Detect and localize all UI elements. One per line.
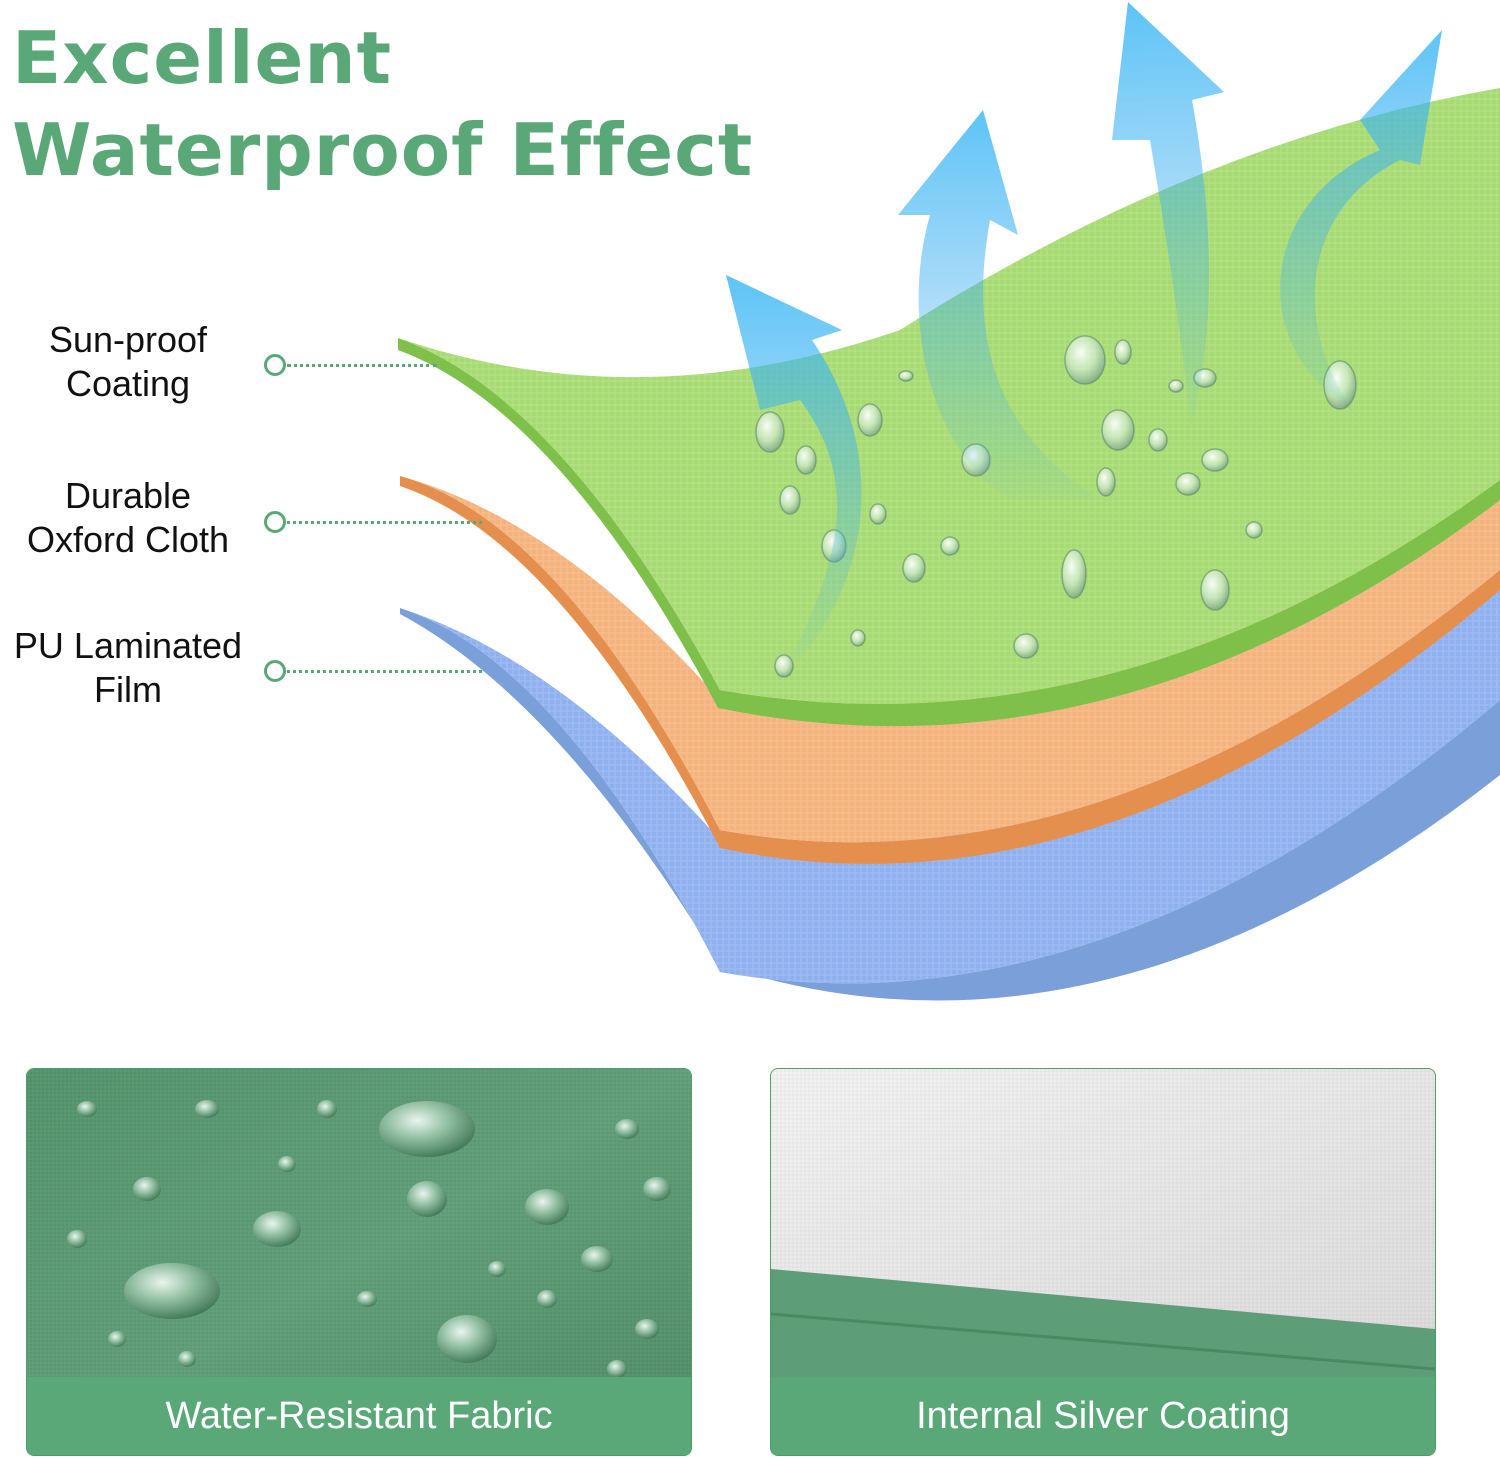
layer-label-line: Durable xyxy=(64,475,192,516)
leader-dot xyxy=(264,511,286,533)
layer-label-line: Sun-proof xyxy=(48,319,208,360)
layer-label-line: PU Laminated xyxy=(13,625,243,666)
fabric-layers-illustration xyxy=(398,2,1500,1001)
card-caption: Internal Silver Coating xyxy=(771,1377,1435,1455)
card-caption: Water-Resistant Fabric xyxy=(27,1377,691,1455)
layer-label-oxford-cloth: Durable Oxford Cloth xyxy=(0,474,256,562)
internal-silver-coating-card: Internal Silver Coating xyxy=(770,1068,1436,1456)
leader-line xyxy=(287,364,437,367)
leader-line xyxy=(287,521,482,524)
title-line-2: Waterproof Effect xyxy=(12,108,754,192)
oxford-cloth-layer xyxy=(400,430,1500,864)
title-line-1: Excellent xyxy=(12,16,393,100)
water-droplet-icon xyxy=(67,1100,671,1378)
page-title: Excellent Waterproof Effect xyxy=(12,12,753,196)
leader-dot xyxy=(264,354,286,376)
layer-label-line: Coating xyxy=(65,363,191,404)
layer-label-sun-proof: Sun-proof Coating xyxy=(0,318,256,406)
layer-label-line: Film xyxy=(94,669,162,710)
layer-label-line: Oxford Cloth xyxy=(26,519,230,560)
upward-arrow-icon xyxy=(726,2,1442,660)
leader-line xyxy=(287,670,482,673)
layer-label-pu-film: PU Laminated Film xyxy=(0,624,256,712)
water-resistant-fabric-card: Water-Resistant Fabric xyxy=(26,1068,692,1456)
leader-dot xyxy=(264,660,286,682)
pu-laminated-film-layer xyxy=(400,560,1500,1001)
